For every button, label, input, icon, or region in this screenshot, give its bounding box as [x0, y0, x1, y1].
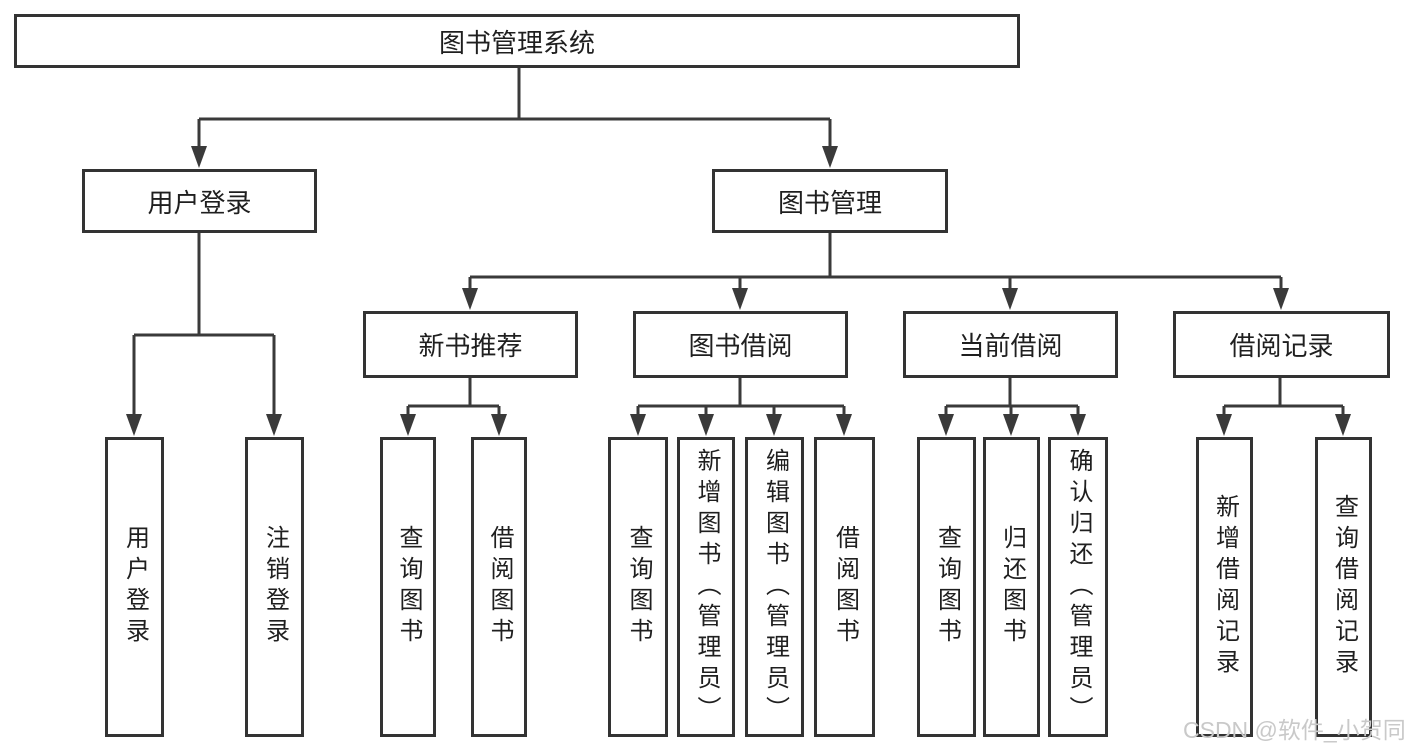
node-borrowing-records: 借阅记录 [1173, 311, 1390, 378]
leaf-user-login: 用户登录 [105, 437, 164, 737]
node-label: 图书管理 [777, 187, 882, 218]
node-label: 新书推荐 [418, 331, 523, 361]
leaf-label: 归还图书 [998, 525, 1026, 649]
leaf-label: 借阅图书 [486, 525, 513, 649]
leaf-label: 注销登录 [261, 525, 289, 649]
node-label: 图书借阅 [688, 331, 793, 361]
node-book-borrowing: 图书借阅 [633, 311, 848, 378]
leaf-label: 用户登录 [121, 525, 149, 649]
leaf-label: 确认归还（管理员） [1065, 447, 1092, 727]
node-user-login: 用户登录 [82, 169, 317, 233]
leaf-query-books-recommend: 查询图书 [380, 437, 436, 737]
leaf-borrow-books-recommend: 借阅图书 [471, 437, 527, 737]
leaf-label: 新增图书（管理员） [693, 447, 720, 727]
node-label: 借阅记录 [1229, 331, 1334, 361]
leaf-label: 查询图书 [933, 525, 961, 649]
leaf-label: 编辑图书（管理员） [761, 447, 789, 727]
leaf-borrow-books: 借阅图书 [814, 437, 875, 737]
node-label: 用户登录 [147, 187, 252, 218]
leaf-label: 查询图书 [625, 525, 652, 649]
leaf-label: 查询借阅记录 [1330, 494, 1358, 680]
leaf-logout: 注销登录 [245, 437, 304, 737]
leaf-add-books-admin: 新增图书（管理员） [677, 437, 735, 737]
node-library-management-system: 图书管理系统 [14, 14, 1020, 68]
leaf-edit-books-admin: 编辑图书（管理员） [745, 437, 804, 737]
node-new-book-recommend: 新书推荐 [363, 311, 578, 378]
leaf-query-books-borrowing: 查询图书 [608, 437, 668, 737]
leaf-label: 借阅图书 [831, 525, 859, 649]
csdn-watermark: CSDN @软件_小贺同学 [1183, 717, 1405, 743]
node-current-borrowing: 当前借阅 [903, 311, 1118, 378]
node-book-management: 图书管理 [712, 169, 948, 233]
leaf-label: 查询图书 [395, 525, 422, 649]
leaf-return-books: 归还图书 [983, 437, 1040, 737]
leaf-query-borrow-record: 查询借阅记录 [1315, 437, 1372, 737]
node-label: 图书管理系统 [438, 27, 595, 58]
leaf-add-borrow-record: 新增借阅记录 [1196, 437, 1253, 737]
node-label: 当前借阅 [958, 331, 1063, 361]
leaf-query-books-current: 查询图书 [917, 437, 976, 737]
leaf-confirm-return-admin: 确认归还（管理员） [1048, 437, 1108, 737]
leaf-label: 新增借阅记录 [1211, 494, 1239, 680]
